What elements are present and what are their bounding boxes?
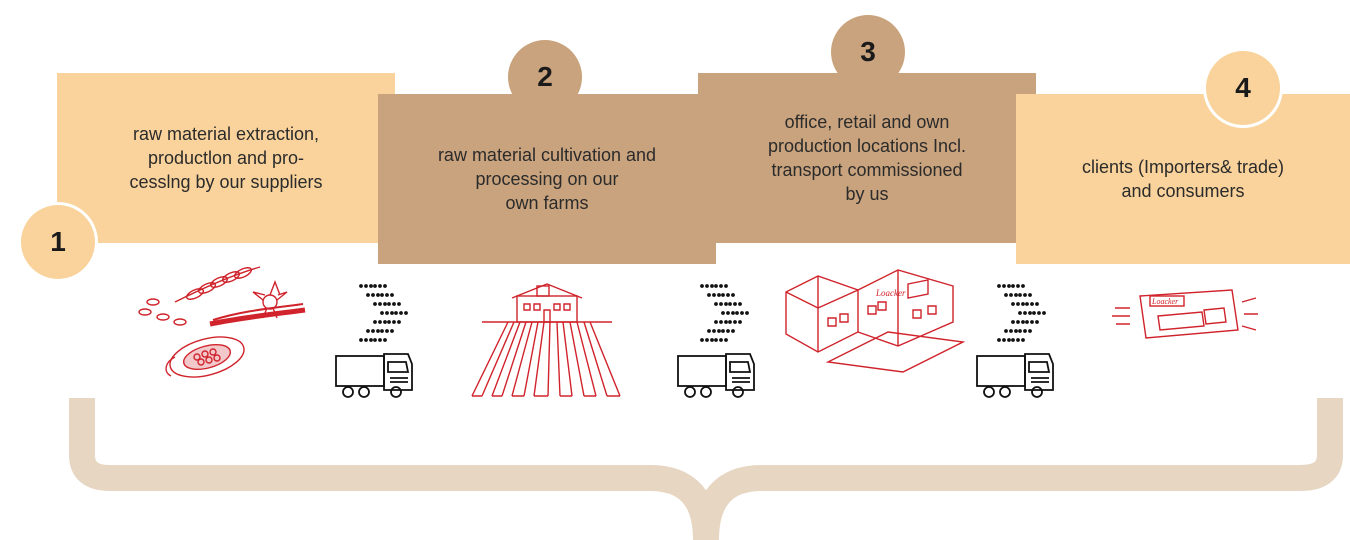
step-1-text: raw material extraction, productlon and … bbox=[129, 124, 323, 192]
svg-text:Loacker: Loacker bbox=[1151, 297, 1179, 306]
step-2-text: raw material cultivation and processing … bbox=[437, 145, 657, 213]
dotted-chevron-icon-2 bbox=[700, 284, 749, 342]
step-1-box: raw material extraction, productlon and … bbox=[57, 73, 395, 243]
step-3-box: office, retail and own production locati… bbox=[698, 73, 1036, 243]
step-3-text: office, retail and own production locati… bbox=[767, 112, 967, 204]
dotted-chevron-icon-3 bbox=[997, 284, 1046, 342]
wafer-package-illustration: Loacker bbox=[1112, 289, 1258, 339]
step-4-text: clients (Importers& trade) and consumers bbox=[1081, 157, 1285, 201]
factory-illustration: Loacker bbox=[785, 269, 966, 373]
farm-illustration bbox=[471, 283, 621, 397]
step-4-badge: 4 bbox=[1206, 51, 1280, 125]
ingredients-illustration bbox=[138, 266, 306, 378]
step-3-badge: 3 bbox=[831, 15, 905, 89]
step-4-box: clients (Importers& trade) and consumers bbox=[1016, 94, 1350, 264]
truck-icon-2 bbox=[677, 353, 755, 398]
dotted-chevron-icon-1 bbox=[359, 284, 408, 342]
step-2-badge: 2 bbox=[508, 40, 582, 114]
step-1-badge: 1 bbox=[21, 205, 95, 279]
svg-text:Loacker: Loacker bbox=[875, 288, 906, 298]
truck-icon-3 bbox=[976, 353, 1054, 398]
truck-icon-1 bbox=[335, 353, 413, 398]
step-2-box: raw material cultivation and processing … bbox=[378, 94, 716, 264]
